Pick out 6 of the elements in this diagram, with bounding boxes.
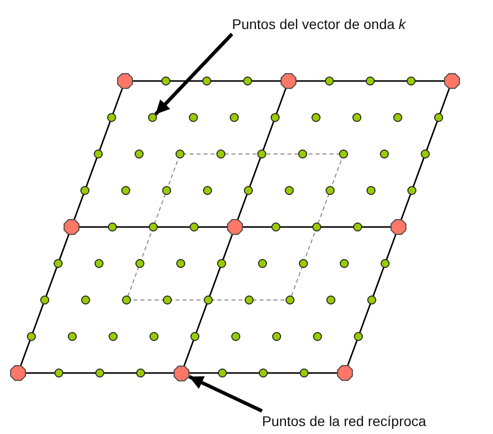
lattice-point: [173, 364, 190, 382]
pointer-arrow: [188, 375, 263, 413]
callout-label: Puntos de la red recíproca: [262, 411, 426, 431]
callout-label: Puntos del vector de onda k: [232, 14, 406, 34]
pointer-arrow: [154, 32, 234, 116]
lattice-dot: [148, 113, 157, 122]
